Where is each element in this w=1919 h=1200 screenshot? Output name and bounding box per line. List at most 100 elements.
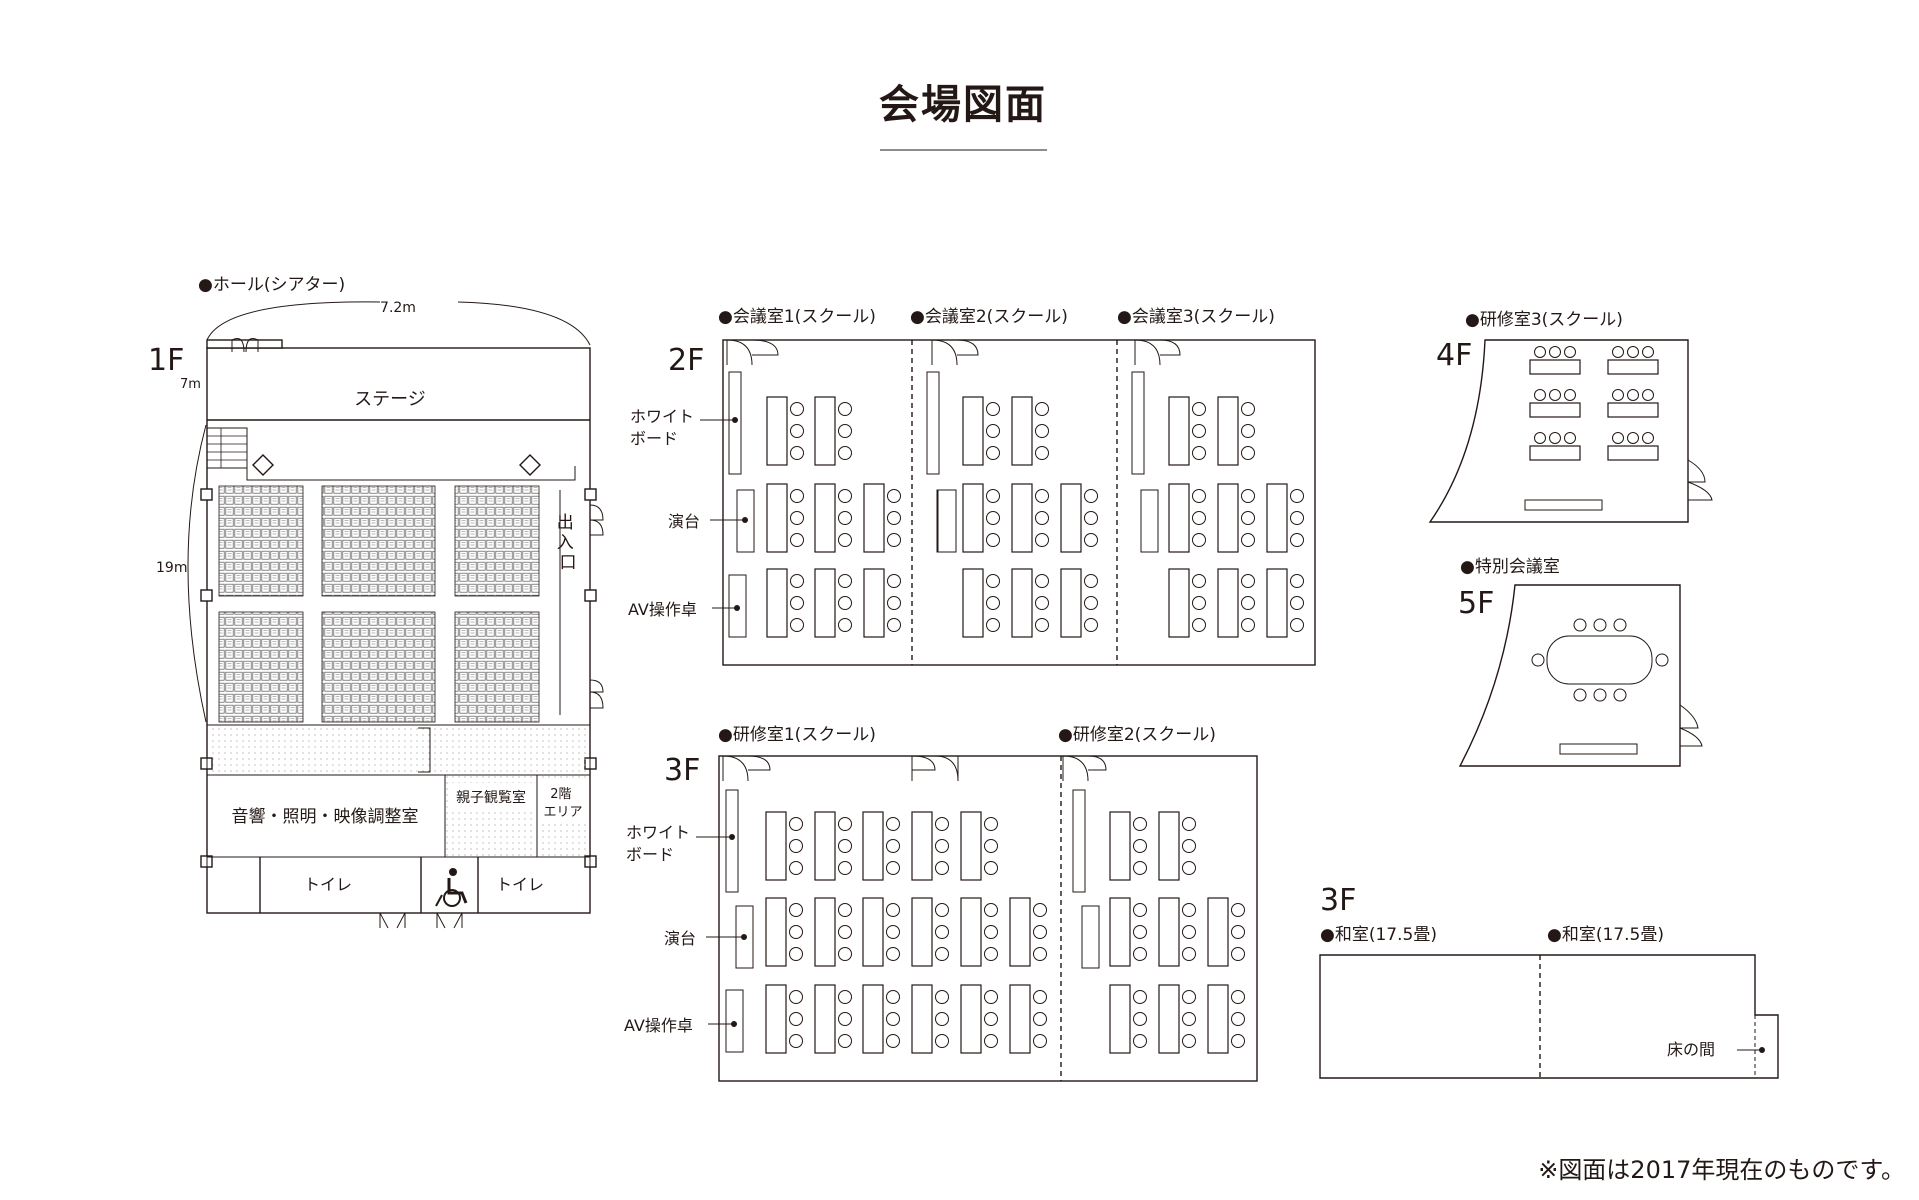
chair <box>1192 511 1206 525</box>
chair <box>1192 596 1206 610</box>
chair <box>789 1012 803 1026</box>
desk <box>814 483 836 553</box>
chair <box>1290 489 1304 503</box>
chair <box>1182 861 1196 875</box>
hall-room-name: ●ホール(シアター) <box>198 275 345 295</box>
chair <box>1133 861 1147 875</box>
chair <box>1593 618 1607 632</box>
chair <box>935 839 949 853</box>
desk <box>960 811 982 881</box>
chair <box>1241 618 1255 632</box>
chair <box>838 839 852 853</box>
chair <box>789 817 803 831</box>
whiteboard <box>728 371 742 475</box>
chair <box>984 903 998 917</box>
footnote: ※図面は2017年現在のものです。 <box>1538 1156 1905 1184</box>
toilet-right-label: トイレ <box>496 875 544 894</box>
room-name-train3: ●研修室3(スクール) <box>1465 310 1623 330</box>
hall-depth-label: 19m <box>156 560 187 576</box>
chair <box>886 861 900 875</box>
desk <box>814 984 836 1054</box>
door <box>726 339 779 366</box>
chair <box>1133 1012 1147 1026</box>
chair <box>984 817 998 831</box>
desk <box>1207 897 1229 967</box>
chair <box>1084 596 1098 610</box>
whiteboard-label-2f-line2: ボード <box>630 429 678 448</box>
chair <box>1182 1034 1196 1048</box>
desk <box>863 483 885 553</box>
chair <box>838 925 852 939</box>
chair <box>1033 1012 1047 1026</box>
desk <box>1266 568 1288 638</box>
chair <box>986 511 1000 525</box>
chair <box>789 947 803 961</box>
chair <box>935 1012 949 1026</box>
stage-apron <box>246 466 576 481</box>
desk <box>911 984 933 1054</box>
door <box>931 339 979 366</box>
chair <box>887 574 901 588</box>
chair <box>1231 1012 1245 1026</box>
desk <box>766 396 788 466</box>
room-name-train1: ●研修室1(スクール) <box>718 725 876 745</box>
desk <box>1168 396 1190 466</box>
chair <box>1241 402 1255 416</box>
chair <box>838 1034 852 1048</box>
chair <box>986 424 1000 438</box>
toilet-row <box>206 856 591 914</box>
chair <box>1033 990 1047 1004</box>
chair <box>1549 389 1561 401</box>
chair <box>789 861 803 875</box>
av-desk-label-2f: AV操作卓 <box>628 600 697 619</box>
desk <box>863 568 885 638</box>
chair <box>984 1012 998 1026</box>
desk <box>1607 402 1659 418</box>
chair <box>887 533 901 547</box>
chair <box>1290 533 1304 547</box>
desk <box>1168 568 1190 638</box>
toilet-left-label: トイレ <box>304 875 352 894</box>
chair <box>1642 389 1654 401</box>
desk <box>1158 984 1180 1054</box>
chair <box>789 839 803 853</box>
chair <box>886 1034 900 1048</box>
desk <box>1217 568 1239 638</box>
chair <box>838 817 852 831</box>
chair <box>1133 839 1147 853</box>
japanese-rooms-3f: 3F ●和室(17.5畳) ●和室(17.5畳) 床の間 <box>1319 883 1779 1079</box>
floor-5f: 5F ●特別会議室 <box>1458 557 1703 767</box>
chair <box>935 1034 949 1048</box>
desk <box>1060 568 1082 638</box>
chair <box>1241 489 1255 503</box>
seat-block-center-front <box>321 485 436 597</box>
podium <box>736 489 755 553</box>
floor-5f-outline <box>1458 584 1681 767</box>
desk <box>814 897 836 967</box>
chair <box>1290 511 1304 525</box>
desk <box>1158 811 1180 881</box>
desk <box>1011 396 1033 466</box>
chair <box>1192 489 1206 503</box>
chair <box>1549 346 1561 358</box>
desk <box>1217 396 1239 466</box>
chair <box>1564 389 1576 401</box>
chair <box>838 861 852 875</box>
podium-label-2f: 演台 <box>668 512 700 531</box>
chair <box>838 574 852 588</box>
whiteboard-label-3f-line1: ホワイト <box>626 823 690 842</box>
desk <box>962 483 984 553</box>
conference-table <box>1546 635 1653 685</box>
chair <box>1290 574 1304 588</box>
japanese-room-name-2: ●和室(17.5畳) <box>1547 925 1664 945</box>
chair <box>886 947 900 961</box>
av-desk <box>725 989 744 1053</box>
japanese-room-name-1: ●和室(17.5畳) <box>1320 925 1437 945</box>
chair <box>838 446 852 460</box>
chair <box>1627 389 1639 401</box>
exit-char-3: 口 <box>560 553 577 573</box>
chair <box>886 839 900 853</box>
chair <box>1531 653 1545 667</box>
desk <box>1207 984 1229 1054</box>
